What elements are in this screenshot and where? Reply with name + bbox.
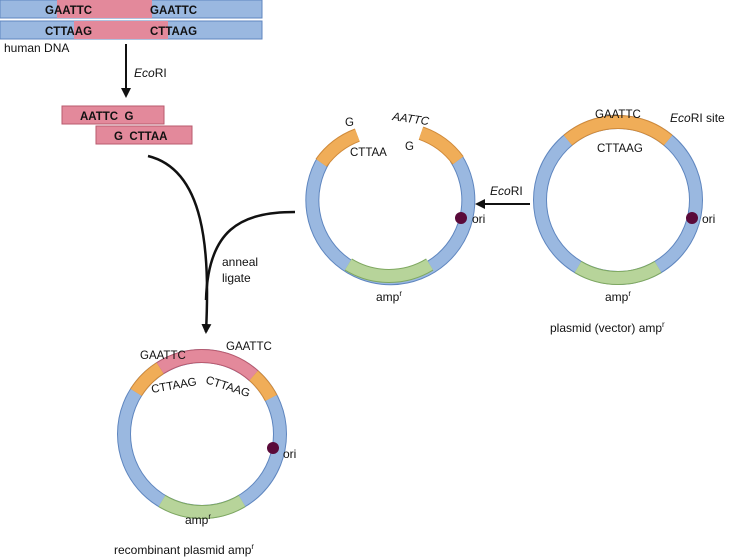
human-dna: GAATTC GAATTC CTTAAG CTTAAG human DNA [0,0,263,55]
vector-plasmid-amp-label: ampr [605,289,631,304]
cut-plasmid-left-top: G [345,117,354,129]
fragment-bottom-seq: G CTTAA [114,131,167,143]
human-dna-bottom-right-seq: CTTAAG [150,26,197,38]
recombinant-amp-segment-fill [158,495,246,519]
ligate-label: ligate [222,271,251,285]
cut-plasmid-ori-label: ori [472,212,485,226]
fragment-bottom-strand [95,125,193,145]
cut-plasmid-amp-segment-fill [345,259,433,282]
recombinant-ori-label: ori [283,447,296,461]
digest-arrow-label: EcoRI [134,66,167,80]
vector-plasmid-site-bottom: CTTAAG [597,143,643,155]
recombinant-ori-dot [267,442,279,454]
recombinant-human-insert-fill [156,349,258,381]
cut-plasmid-right-top: AATTC [391,111,431,128]
human-dna-top-left-seq: GAATTC [45,5,92,17]
human-fragment: AATTC G G CTTAA [61,105,193,145]
vector-plasmid-site-label: EcoRI site [670,111,725,125]
recombinant-left-top-seq: GAATTC [140,350,186,362]
digest-arrow: EcoRI [121,44,167,98]
fragment-to-recombinant-curve [147,154,212,334]
fragment-top-seq: AATTC G [80,111,134,123]
recombinant-left-bottom-seq: CTTAAG [150,376,197,396]
cut-plasmid-right-bottom: G [405,141,414,153]
vector-plasmid: ori GAATTC CTTAAG EcoRI site ampr plasmi… [533,109,725,335]
vector-plasmid-caption: plasmid (vector) ampr [550,320,665,335]
recombinant-right-ecori-segment-fill [249,371,277,401]
human-dna-bottom-left-seq: CTTAAG [45,26,92,38]
anneal-arrows: anneal ligate [147,154,296,334]
cut-plasmid-backbone-fill [306,154,475,285]
vector-plasmid-site-top: GAATTC [595,109,641,121]
cut-plasmid-right-end-fill [418,127,463,165]
vector-plasmid-ecori-segment-fill [564,116,672,145]
cut-plasmid-left-bottom: CTTAA [350,147,387,159]
vector-plasmid-ori-label: ori [702,212,715,226]
recombinant-plasmid: ori GAATTC GAATTC CTTAAG CTTAAG ampr rec… [114,341,296,557]
recombinant-left-ecori-segment-fill [131,363,164,396]
fragment-top-strand [61,105,165,125]
vector-digest-arrow: EcoRI [475,184,530,209]
human-dna-top-right-seq: GAATTC [150,5,197,17]
human-dna-label: human DNA [4,41,69,55]
vector-plasmid-amp-segment-fill [574,261,662,285]
recombinant-right-bottom-seq: CTTAAG [204,374,251,400]
anneal-label: anneal [222,255,258,269]
plasmid-to-recombinant-curve [204,210,296,301]
cut-plasmid-left-end-fill [316,129,360,167]
human-dna-bottom-strand-pink [74,21,168,39]
human-dna-top-strand-pink [57,0,152,18]
recombinant-caption: recombinant plasmid ampr [114,542,254,557]
cut-plasmid-ori-dot [455,212,467,224]
vector-digest-arrow-label: EcoRI [490,184,523,198]
vector-plasmid-ori-dot [686,212,698,224]
recombinant-amp-label: ampr [185,512,211,527]
cut-plasmid: ori G CTTAA AATTC G ampr [305,111,485,304]
recombinant-right-top-seq: GAATTC [226,341,272,353]
cut-plasmid-amp-label: ampr [376,289,402,304]
